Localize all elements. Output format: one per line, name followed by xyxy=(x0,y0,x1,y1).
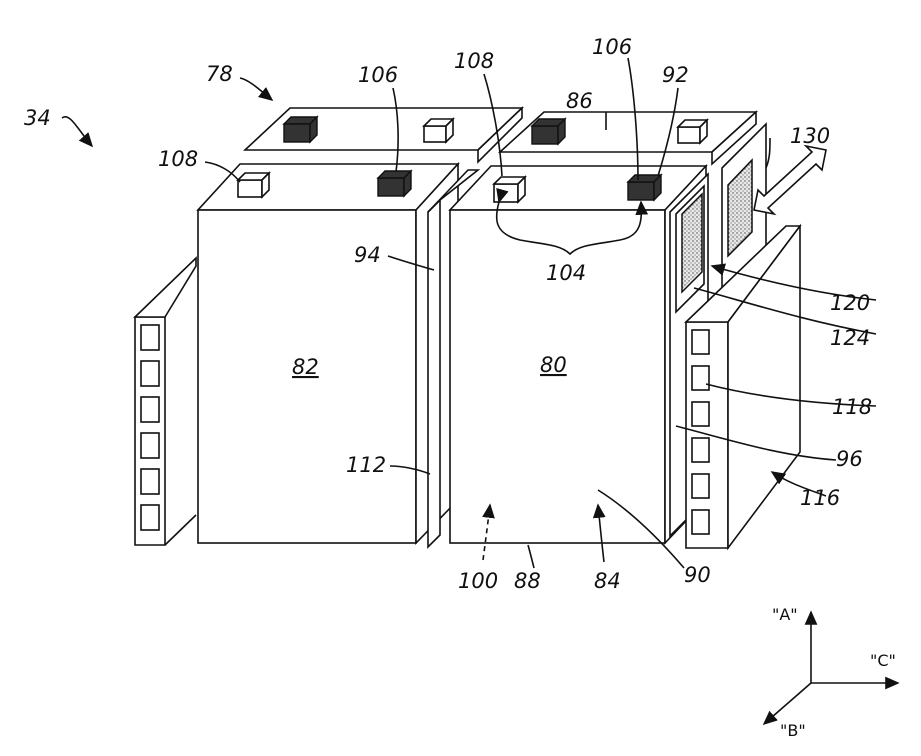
terminal-108-cell-80 xyxy=(494,184,518,202)
terminal-106-back-right xyxy=(532,126,558,144)
axis-b-label: "B" xyxy=(780,721,806,740)
axis-a-label: "A" xyxy=(772,605,798,624)
terminal-108-cell-82 xyxy=(238,180,262,197)
axis-b-arrow xyxy=(764,683,811,724)
label-80: 80 xyxy=(540,353,567,377)
label-124: 124 xyxy=(830,326,870,350)
label-78: 78 xyxy=(206,62,233,86)
axis-c-label: "C" xyxy=(870,651,896,670)
label-100: 100 xyxy=(458,569,498,593)
label-116: 116 xyxy=(800,486,840,510)
terminal-106-back-left xyxy=(284,124,310,142)
label-92: 92 xyxy=(662,63,689,87)
label-84: 84 xyxy=(594,569,621,593)
label-108-middle: 108 xyxy=(454,49,494,73)
cell-80 xyxy=(450,166,706,543)
label-112: 112 xyxy=(346,453,386,477)
label-94: 94 xyxy=(354,243,381,267)
label-34: 34 xyxy=(24,106,51,130)
label-118: 118 xyxy=(832,395,872,419)
label-106-right: 106 xyxy=(592,35,632,59)
terminal-106-cell-82 xyxy=(378,178,404,196)
terminal-106-cell-80 xyxy=(628,182,654,200)
label-96: 96 xyxy=(836,447,863,471)
label-130: 130 xyxy=(790,124,830,148)
label-86: 86 xyxy=(566,89,593,113)
label-88: 88 xyxy=(514,569,541,593)
label-108-left: 108 xyxy=(158,147,198,171)
orientation-axes: "A" "C" "B" xyxy=(764,605,898,740)
label-104: 104 xyxy=(546,261,586,285)
back-cell-right xyxy=(500,112,756,164)
terminal-108-back-right xyxy=(678,127,700,143)
terminal-108-back-left xyxy=(424,126,446,142)
cell-82 xyxy=(198,164,458,543)
left-end-frame xyxy=(135,258,196,545)
back-cell-left xyxy=(245,108,522,162)
label-120: 120 xyxy=(830,291,870,315)
label-106-left: 106 xyxy=(358,63,398,87)
label-82: 82 xyxy=(292,355,319,379)
label-90: 90 xyxy=(684,563,711,587)
